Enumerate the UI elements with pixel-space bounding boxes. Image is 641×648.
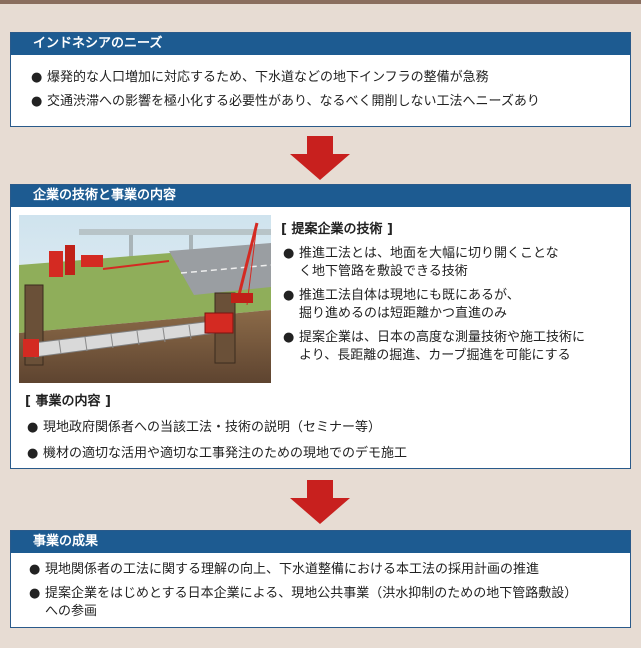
proposal-bullet-line: 推進工法とは、地面を大幅に切り開くことな	[299, 246, 559, 261]
needs-panel: インドネシアのニーズ ● 爆発的な人口増加に対応するため、下水道などの地下インフ…	[10, 32, 631, 127]
top-border-band	[0, 0, 641, 4]
proposal-bullet-line: 掘り進めるのは短距離かつ直進のみ	[299, 306, 508, 321]
results-bullet-2: ● 提案企業をはじめとする日本企業による、現地公共事業（洪水抑制のための地下管路…	[11, 585, 630, 621]
pipe-jacking-construction-illustration-icon	[19, 215, 271, 383]
content-bullet-1: ● 現地政府関係者への当該工法・技術の説明（セミナー等）	[25, 419, 625, 437]
proposal-bullet-line: 提案企業は、日本の高度な測量技術や施工技術に	[299, 330, 586, 345]
content-heading: [ 事業の内容 ]	[25, 394, 111, 409]
content-bullet-text: 現地政府関係者への当該工法・技術の説明（セミナー等）	[43, 420, 382, 435]
content-bullet-2: ● 機材の適切な活用や適切な工事発注のための現地でのデモ施工	[25, 445, 625, 463]
bullet-icon: ●	[283, 246, 295, 261]
proposal-bullet-line: 推進工法自体は現地にも既にあるが、	[299, 288, 520, 303]
bullet-icon: ●	[29, 586, 41, 601]
proposal-bullet-2: ● 推進工法自体は現地にも既にあるが、 掘り進めるのは短距離かつ直進のみ	[281, 287, 626, 323]
bullet-icon: ●	[31, 94, 43, 109]
bullet-icon: ●	[27, 446, 39, 461]
results-header: 事業の成果	[11, 531, 630, 553]
needs-bullet-2: ● 交通渋滞への影響を極小化する必要性があり、なるべく開削しない工法へニーズあり	[11, 93, 630, 111]
results-bullet-line: 提案企業をはじめとする日本企業による、現地公共事業（洪水抑制のための地下管路敷設…	[45, 586, 578, 601]
tech-header: 企業の技術と事業の内容	[11, 185, 630, 207]
down-arrow-icon	[290, 480, 350, 524]
proposal-bullet-line: く地下管路を敷設できる技術	[299, 264, 468, 279]
needs-bullet-text: 爆発的な人口増加に対応するため、下水道などの地下インフラの整備が急務	[47, 70, 489, 85]
content-bullet-text: 機材の適切な活用や適切な工事発注のための現地でのデモ施工	[43, 446, 408, 461]
bullet-icon: ●	[31, 70, 43, 85]
needs-header: インドネシアのニーズ	[11, 33, 630, 55]
needs-bullet-1: ● 爆発的な人口増加に対応するため、下水道などの地下インフラの整備が急務	[11, 69, 630, 87]
proposal-bullet-line: より、長距離の掘進、カーブ掘進を可能にする	[299, 348, 571, 363]
bullet-icon: ●	[283, 330, 295, 345]
down-arrow-icon	[290, 136, 350, 180]
bullet-icon: ●	[27, 420, 39, 435]
proposal-heading: [ 提案企業の技術 ]	[281, 222, 393, 237]
proposal-bullet-1: ● 推進工法とは、地面を大幅に切り開くことな く地下管路を敷設できる技術	[281, 245, 626, 281]
results-bullet-1: ● 現地関係者の工法に関する理解の向上、下水道整備における本工法の採用計画の推進	[11, 561, 630, 579]
needs-bullet-text: 交通渋滞への影響を極小化する必要性があり、なるべく開削しない工法へニーズあり	[47, 94, 540, 109]
results-panel: 事業の成果 ● 現地関係者の工法に関する理解の向上、下水道整備における本工法の採…	[10, 530, 631, 628]
tech-panel: 企業の技術と事業の内容	[10, 184, 631, 469]
results-bullet-line: への参画	[45, 604, 98, 619]
results-bullet-line: 現地関係者の工法に関する理解の向上、下水道整備における本工法の採用計画の推進	[45, 562, 540, 577]
bullet-icon: ●	[29, 562, 41, 577]
proposal-bullet-3: ● 提案企業は、日本の高度な測量技術や施工技術に より、長距離の掘進、カーブ掘進…	[281, 329, 626, 365]
bullet-icon: ●	[283, 288, 295, 303]
